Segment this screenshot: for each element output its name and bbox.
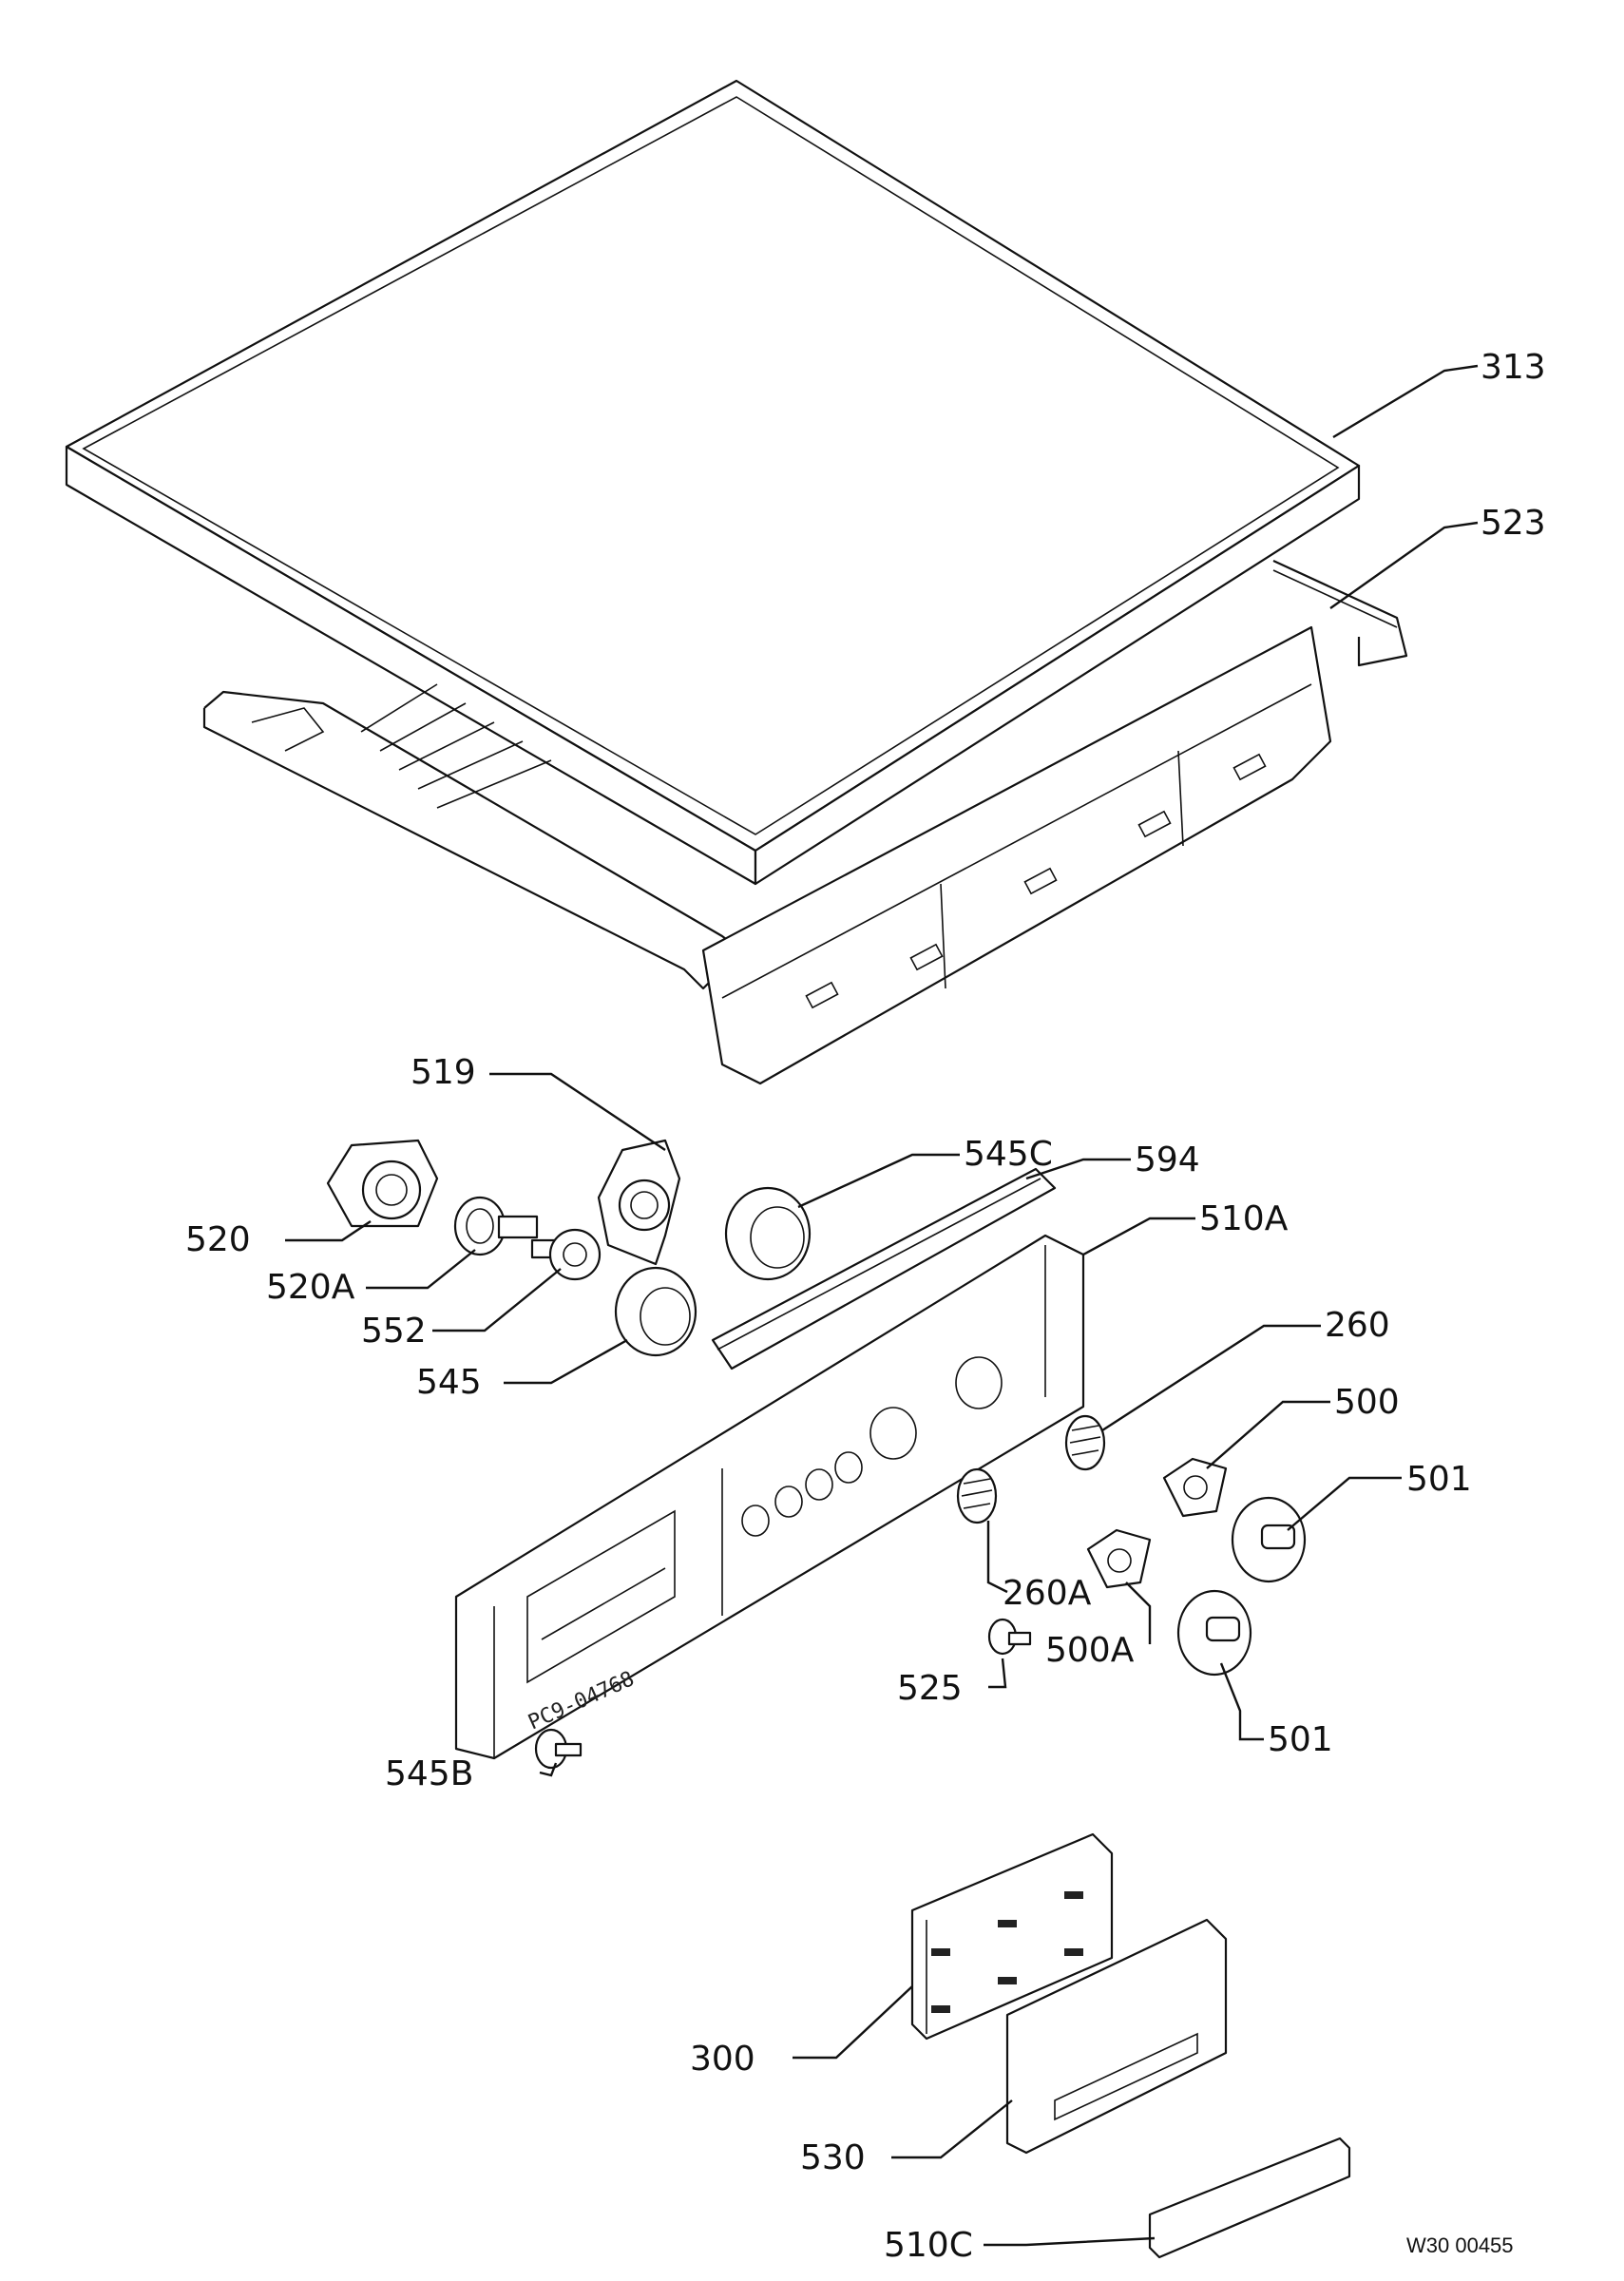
callout-500A: 500A [1045,1631,1135,1670]
callout-500: 500 [1334,1383,1400,1422]
callout-523: 523 [1481,504,1546,543]
callout-300: 300 [690,2040,755,2079]
part-313-top-lid [65,79,1361,886]
part-510A-front-panel: PC9-04768 [454,1234,1085,1760]
part-552-shaft [530,1228,602,1281]
part-545-knob [614,1266,697,1357]
callout-501-upper: 501 [1406,1460,1472,1499]
part-594-strip [711,1167,1057,1371]
callout-545: 545 [416,1363,482,1402]
callout-313: 313 [1481,348,1546,387]
callout-530: 530 [800,2138,866,2177]
part-501-knob-upper [1231,1496,1307,1583]
callout-510C: 510C [884,2226,973,2265]
part-545C-knob [724,1186,812,1281]
callout-labels: 313 523 519 545C 594 520 510A 520A 552 2… [185,348,1546,2265]
leader-lines [285,364,1479,2247]
part-300-plate [910,1832,1114,2041]
part-523-frame [202,560,1408,1085]
part-501-knob-lower [1176,1589,1252,1677]
part-260A-spring [956,1467,998,1524]
part-500-cam [1162,1457,1228,1518]
part-525-screw [987,1618,1032,1656]
part-519-bracket [597,1139,681,1266]
callout-260: 260 [1325,1306,1390,1345]
callout-552: 552 [361,1312,427,1351]
callout-501-lower: 501 [1268,1720,1333,1759]
callout-510A: 510A [1199,1199,1289,1238]
callout-520: 520 [185,1220,251,1259]
callout-520A: 520A [266,1268,355,1307]
callout-545C: 545C [964,1135,1053,1174]
callout-594: 594 [1135,1140,1200,1179]
part-520A-gear [453,1196,539,1256]
callout-545B: 545B [385,1754,473,1793]
document-reference: W30 00455 [1406,2233,1514,2257]
part-260-spring [1064,1414,1106,1471]
part-520-holder [326,1139,439,1228]
part-500A-cam [1086,1528,1152,1589]
part-510C-insert [1148,2137,1351,2259]
part-530-handle [1005,1918,1228,2155]
callout-260A: 260A [1003,1574,1092,1613]
part-545B-screw [534,1728,583,1770]
callout-525: 525 [897,1669,963,1708]
callout-519: 519 [411,1053,476,1092]
